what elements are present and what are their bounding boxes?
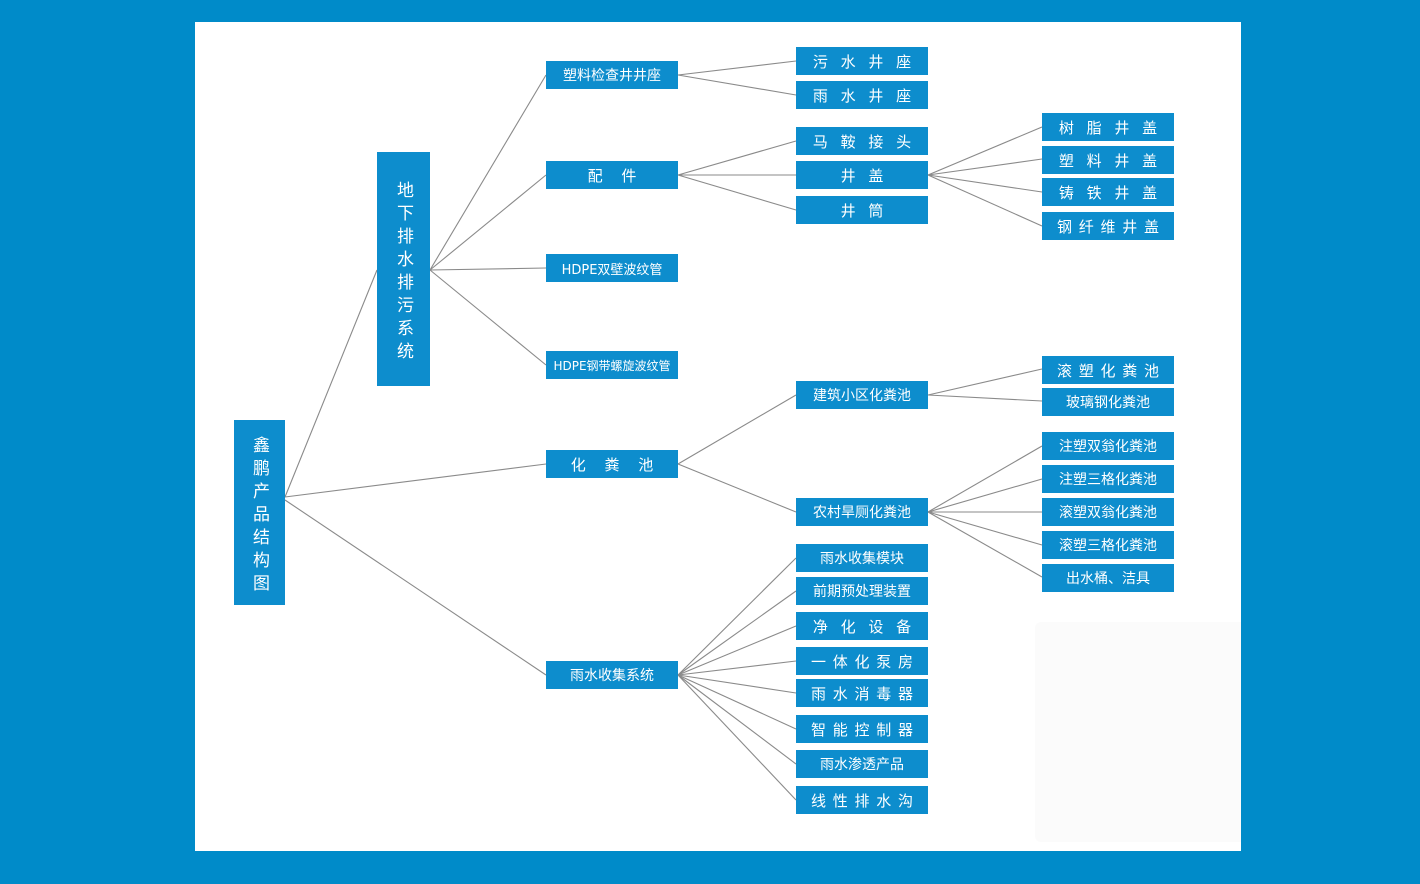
node-rotomolded-double-urn-septic-tank[interactable]: 滚塑双翁化粪池 [1042, 498, 1174, 526]
background-watermark-secondary [1035, 622, 1241, 842]
node-rainwater-collection-system[interactable]: 雨水收集系统 [546, 661, 678, 689]
node-plastic-manhole-cover[interactable]: 塑 料 井 盖 [1042, 146, 1174, 174]
node-plastic-inspection-well-base[interactable]: 塑料检查井井座 [546, 61, 678, 89]
node-hdpe-steel-belt-spiral-pipe[interactable]: HDPE钢带螺旋波纹管 [546, 351, 678, 379]
node-rural-toilet-septic-tank[interactable]: 农村旱厕化粪池 [796, 498, 928, 526]
node-rotomolded-three-chamber-septic-tank[interactable]: 滚塑三格化粪池 [1042, 531, 1174, 559]
node-septic-tank[interactable]: 化 粪 池 [546, 450, 678, 478]
node-hdpe-double-wall-corrugated-pipe[interactable]: HDPE双壁波纹管 [546, 254, 678, 282]
node-rainwater-infiltration-products[interactable]: 雨水渗透产品 [796, 750, 928, 778]
node-integrated-pump-house[interactable]: 一 体 化 泵 房 [796, 647, 928, 675]
node-underground-drainage-system[interactable]: 地下排水排污系统 [377, 152, 430, 386]
node-cast-iron-manhole-cover[interactable]: 铸 铁 井 盖 [1042, 178, 1174, 206]
node-linear-drainage-channel[interactable]: 线 性 排 水 沟 [796, 786, 928, 814]
node-purification-equipment[interactable]: 净 化 设 备 [796, 612, 928, 640]
node-community-septic-tank[interactable]: 建筑小区化粪池 [796, 381, 928, 409]
node-injection-double-urn-septic-tank[interactable]: 注塑双翁化粪池 [1042, 432, 1174, 460]
node-pretreatment-device[interactable]: 前期预处理装置 [796, 577, 928, 605]
node-injection-three-chamber-septic-tank[interactable]: 注塑三格化粪池 [1042, 465, 1174, 493]
node-resin-manhole-cover[interactable]: 树 脂 井 盖 [1042, 113, 1174, 141]
node-frp-septic-tank[interactable]: 玻璃钢化粪池 [1042, 388, 1174, 416]
node-manhole-cover[interactable]: 井 盖 [796, 161, 928, 189]
node-steel-fiber-manhole-cover[interactable]: 钢 纤 维 井 盖 [1042, 212, 1174, 240]
node-intelligent-controller[interactable]: 智 能 控 制 器 [796, 715, 928, 743]
node-outlet-bucket-and-sanitary-ware[interactable]: 出水桶、洁具 [1042, 564, 1174, 592]
node-rainwater-well-base[interactable]: 雨 水 井 座 [796, 81, 928, 109]
node-well-shaft[interactable]: 井 筒 [796, 196, 928, 224]
node-rotomolded-septic-tank[interactable]: 滚 塑 化 粪 池 [1042, 356, 1174, 384]
node-rainwater-collection-module[interactable]: 雨水收集模块 [796, 544, 928, 572]
node-sewage-well-base[interactable]: 污 水 井 座 [796, 47, 928, 75]
node-fittings[interactable]: 配 件 [546, 161, 678, 189]
node-saddle-joint[interactable]: 马 鞍 接 头 [796, 127, 928, 155]
node-rainwater-disinfector[interactable]: 雨 水 消 毒 器 [796, 679, 928, 707]
node-root[interactable]: 鑫鹏产品结构图 [234, 420, 285, 605]
